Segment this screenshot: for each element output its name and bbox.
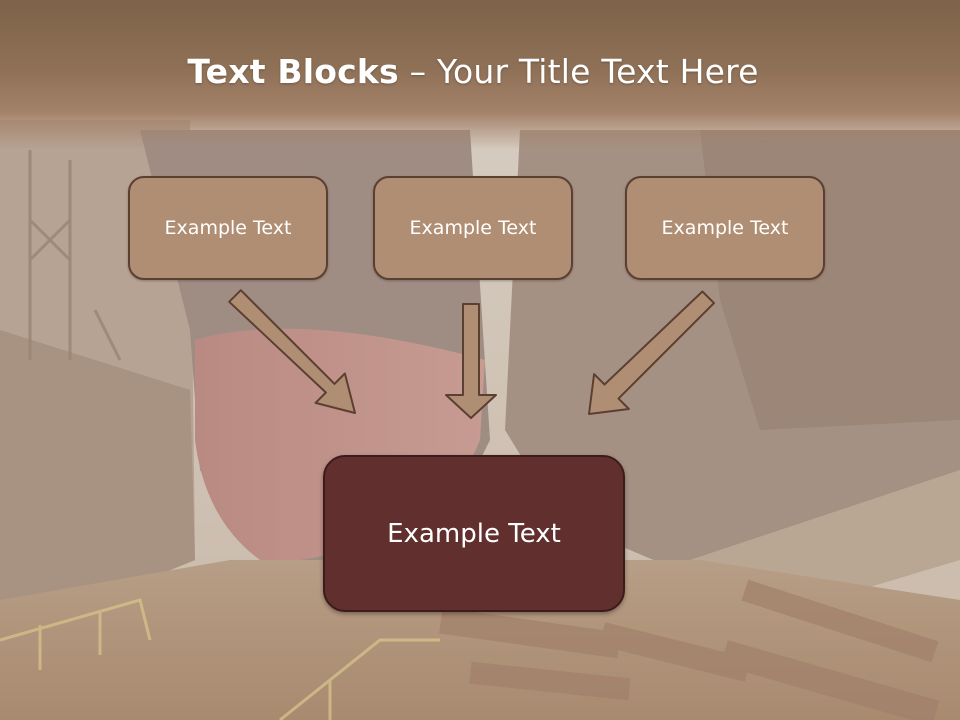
title-bar <box>0 0 960 150</box>
text-block-center-label: Example Text <box>409 217 537 239</box>
text-block-center[interactable]: Example Text <box>373 176 573 280</box>
text-block-bottom[interactable]: Example Text <box>323 455 625 612</box>
text-block-left[interactable]: Example Text <box>128 176 328 280</box>
slide-title: Text Blocks – Your Title Text Here <box>0 52 946 91</box>
text-block-right[interactable]: Example Text <box>625 176 825 280</box>
text-block-bottom-label: Example Text <box>387 518 561 549</box>
text-block-left-label: Example Text <box>164 217 292 239</box>
slide-title-bold: Text Blocks <box>187 52 399 91</box>
slide-title-rest: – Your Title Text Here <box>398 52 759 91</box>
text-block-right-label: Example Text <box>661 217 789 239</box>
